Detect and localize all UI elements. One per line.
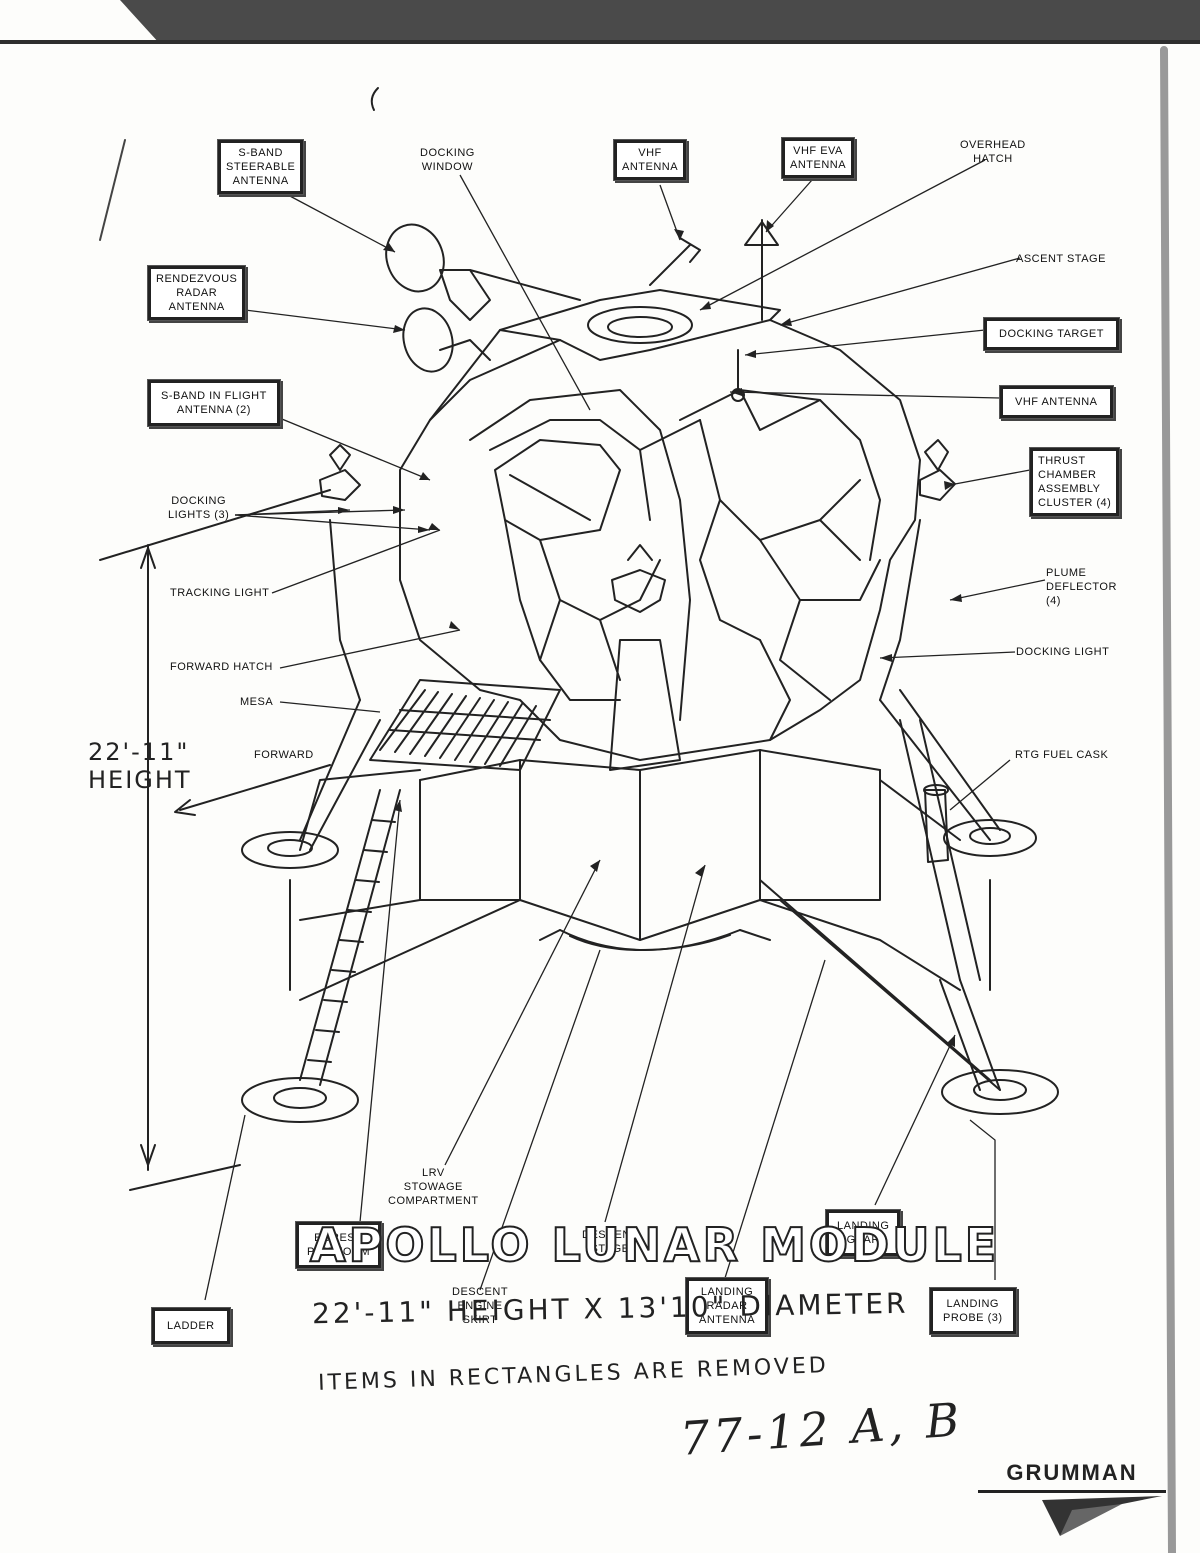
label-vhf-eva-antenna: VHF EVA ANTENNA	[782, 138, 855, 178]
label-s-band-steerable-antenna: S-BAND STEERABLE ANTENNA	[218, 140, 304, 194]
label-lrv-stowage-compartment: LRV STOWAGE COMPARTMENT	[388, 1167, 479, 1207]
label-docking-lights: DOCKING LIGHTS (3)	[168, 495, 230, 521]
label-ascent-stage: ASCENT STAGE	[1016, 253, 1106, 265]
label-landing-probe: LANDING PROBE (3)	[930, 1288, 1016, 1334]
label-descent-stage: DESCENT STAGE	[582, 1229, 639, 1255]
label-s-band-in-flight-antenna: S-BAND IN FLIGHT ANTENNA (2)	[148, 380, 280, 426]
label-forward: FORWARD	[254, 749, 314, 761]
label-vhf-antenna-right: VHF ANTENNA	[1000, 386, 1113, 418]
label-forward-hatch: FORWARD HATCH	[170, 661, 273, 673]
label-rtg-fuel-cask: RTG FUEL CASK	[1015, 749, 1109, 761]
document-title: APOLLO LUNAR MODULE	[309, 1217, 1000, 1273]
grumman-logo: GRUMMAN	[972, 1460, 1172, 1540]
label-tracking-light: TRACKING LIGHT	[170, 587, 270, 599]
grumman-logo-text: GRUMMAN	[1006, 1460, 1138, 1485]
label-vhf-antenna-top: VHF ANTENNA	[614, 140, 687, 180]
label-ladder: LADDER	[152, 1308, 230, 1344]
label-docking-target: DOCKING TARGET	[984, 318, 1119, 350]
label-egress-platform: EGRESS PLATFORM	[296, 1222, 382, 1268]
label-mesa: MESA	[240, 696, 274, 708]
label-plume-deflector: PLUME DEFLECTOR (4)	[1046, 567, 1117, 607]
handwritten-height-note: 22'-11" HEIGHT	[88, 738, 192, 794]
label-overhead-hatch: OVERHEAD HATCH	[960, 139, 1026, 165]
label-thrust-chamber-assembly-cluster: THRUST CHAMBER ASSEMBLY CLUSTER (4)	[1030, 448, 1120, 516]
label-landing-gear: LANDING GEAR	[826, 1210, 901, 1256]
label-docking-window: DOCKING WINDOW	[420, 147, 475, 173]
label-docking-light: DOCKING LIGHT	[1016, 646, 1110, 658]
label-rendezvous-radar-antenna: RENDEZVOUS RADAR ANTENNA	[148, 266, 246, 320]
scan-dark-band	[0, 0, 1200, 44]
label-landing-radar-antenna: LANDING RADAR ANTENNA	[686, 1278, 769, 1334]
label-descent-engine-skirt: DESCENT ENGINE SKIRT	[452, 1286, 509, 1326]
grumman-logo-swoosh	[978, 1490, 1166, 1536]
